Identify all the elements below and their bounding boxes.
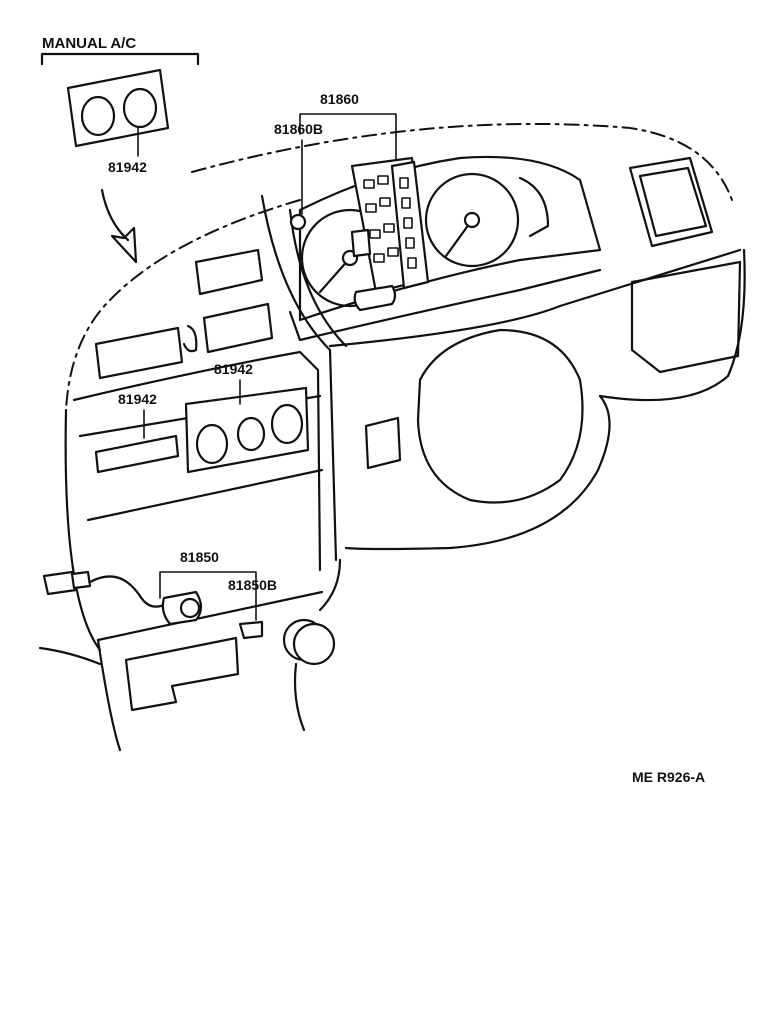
circuit-board-socket [350, 228, 372, 258]
tachometer-gauge [424, 172, 520, 268]
part-81942-right-label: 81942 [214, 361, 253, 377]
steering-opening [416, 328, 584, 504]
center-stack-top [72, 350, 322, 572]
slide-control [94, 434, 180, 474]
hazard-connector-tab [70, 570, 92, 590]
part-81850b-label: 81850B [228, 577, 277, 593]
left-vent [94, 326, 184, 380]
dash-left-outline [65, 199, 301, 411]
center-vent-upper [194, 248, 264, 296]
right-vent-inner [638, 166, 708, 238]
dash-lower-edge [328, 248, 742, 348]
small-gauge [518, 176, 550, 238]
heater-knob-center [236, 416, 266, 452]
center-stack-divider-2 [86, 468, 324, 522]
part-81860-label: 81860 [320, 91, 359, 107]
part-81942-top-label: 81942 [108, 159, 147, 175]
figure-code: ME R926-A [632, 769, 705, 785]
hazard-switch-assembly: 81850 81850B [42, 549, 277, 626]
dash-right-end [598, 248, 746, 402]
dash-switch [364, 416, 402, 470]
inset-arrow-head [110, 226, 138, 264]
part-81850-label: 81850 [180, 549, 219, 565]
leader-81850 [159, 571, 257, 621]
hazard-wire [88, 575, 168, 608]
cluster-circuit-board: 81860 81860B [274, 91, 430, 312]
manual-ac-label: MANUAL A/C [42, 35, 136, 52]
leader-81860 [299, 113, 397, 167]
dash-left-edge [64, 408, 102, 652]
dash-bottom-join [318, 558, 342, 612]
part-81942-left-label: 81942 [118, 391, 157, 407]
circuit-board-details [363, 175, 417, 269]
heater-knob-left [195, 423, 229, 465]
hazard-switch-bulb [179, 597, 201, 619]
circuit-board-connector [390, 160, 430, 290]
vent-knob [182, 324, 198, 353]
cluster-hood [298, 155, 602, 322]
dash-left-pillar [260, 194, 338, 562]
center-vent-lower [202, 302, 274, 354]
floor-line [38, 646, 102, 666]
lower-pocket [124, 636, 240, 712]
heater-knob-right [270, 403, 304, 445]
part-81860b-label: 81860B [274, 121, 323, 137]
circuit-board-bulb [353, 284, 397, 312]
center-stack-divider-3 [96, 590, 324, 642]
dash-inner-pillar [288, 208, 348, 348]
right-lower-panel [630, 260, 742, 374]
ash-tray-knob [292, 622, 336, 666]
console-right [293, 662, 306, 732]
dash-bottom-curve [344, 394, 611, 551]
hazard-connector [42, 570, 78, 596]
manual-ac-knob-left [80, 95, 116, 137]
manual-ac-bracket [40, 52, 200, 66]
inset-arrow-shaft [100, 188, 130, 242]
console-left [96, 638, 122, 752]
cluster-lower-lip [288, 268, 602, 342]
manual-ac-inset: MANUAL A/C 81942 [40, 35, 200, 264]
dash-part-labels: 81942 81942 [118, 361, 253, 439]
lighter-bezel [238, 620, 264, 640]
dashboard [38, 122, 746, 752]
manual-ac-knob-right [122, 87, 158, 129]
tachometer-hub [463, 211, 481, 229]
dash-top-outline [191, 122, 733, 201]
right-vent-outer [628, 156, 714, 248]
bulb-socket-81860b [289, 213, 307, 231]
